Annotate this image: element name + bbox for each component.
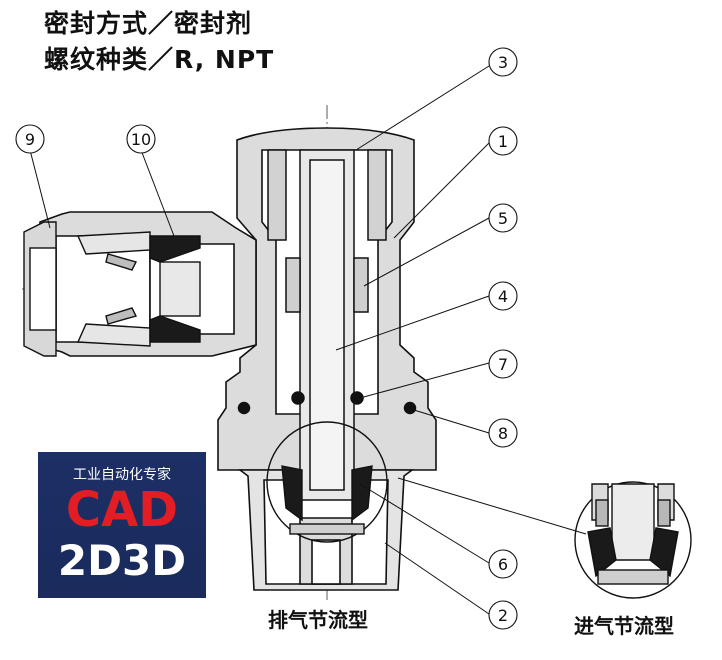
svg-text:6: 6: [498, 555, 508, 574]
svg-text:9: 9: [25, 130, 35, 149]
svg-text:10: 10: [131, 130, 151, 149]
caption-intake-throttle: 进气节流型: [574, 614, 674, 638]
logo-2d3d-text: 2D3D: [57, 536, 187, 585]
callout-3: 3: [488, 47, 518, 77]
callout-9: 9: [15, 124, 45, 154]
callout-group: 3 1 5 4 7 8 6 2 9 10: [15, 47, 518, 630]
svg-text:4: 4: [498, 287, 508, 306]
one-touch-fitting: [23, 221, 201, 357]
callout-8: 8: [488, 418, 518, 448]
cad-2d3d-logo: 工业自动化专家 CAD 2D3D: [38, 452, 206, 598]
needle-spindle: [237, 149, 417, 501]
intake-detail-view: [574, 481, 692, 599]
leader-lines: [29, 65, 587, 615]
header-seal-method: 密封方式／密封剂: [44, 9, 253, 38]
logo-cad-text: CAD: [65, 482, 179, 538]
callout-7: 7: [488, 349, 518, 379]
callout-2: 2: [488, 600, 518, 630]
caption-exhaust-throttle: 排气节流型: [268, 608, 368, 632]
check-seal-detail: [266, 421, 388, 543]
svg-text:5: 5: [498, 209, 508, 228]
callout-1: 1: [488, 126, 518, 156]
callout-6: 6: [488, 549, 518, 579]
svg-text:2: 2: [498, 606, 508, 625]
logo-subtitle: 工业自动化专家: [73, 467, 171, 483]
svg-text:1: 1: [498, 132, 508, 151]
svg-text:7: 7: [498, 355, 508, 374]
callout-10: 10: [126, 124, 156, 154]
header-thread-type: 螺纹种类／R, NPT: [44, 45, 275, 74]
callout-5: 5: [488, 203, 518, 233]
svg-text:3: 3: [498, 53, 508, 72]
svg-text:8: 8: [498, 424, 508, 443]
callout-4: 4: [488, 281, 518, 311]
